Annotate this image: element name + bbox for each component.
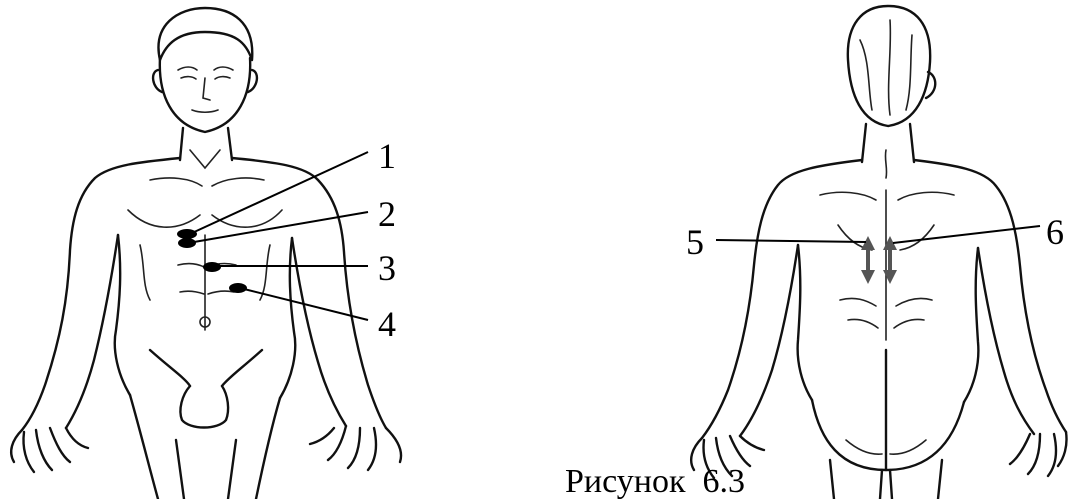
marker-5-label: 5: [686, 222, 704, 262]
marker-4-dot: [229, 283, 247, 293]
leader-line-5: [716, 240, 866, 242]
marker-2-label: 2: [378, 194, 396, 234]
back-body-figure: [691, 6, 1066, 499]
marker-2-dot: [178, 238, 196, 248]
back-leader-lines: [716, 226, 1040, 243]
leader-line-6: [893, 226, 1040, 243]
marker-3-label: 3: [378, 248, 396, 288]
marker-1-dot: [177, 229, 197, 239]
arrow-5: [861, 236, 875, 284]
marker-1-label: 1: [378, 136, 396, 176]
marker-6-label: 6: [1046, 212, 1064, 252]
back-arrows: [861, 236, 897, 284]
front-body-figure: [11, 8, 401, 499]
marker-4-label: 4: [378, 304, 396, 344]
figure-caption: Рисунок 6.3: [565, 463, 745, 499]
